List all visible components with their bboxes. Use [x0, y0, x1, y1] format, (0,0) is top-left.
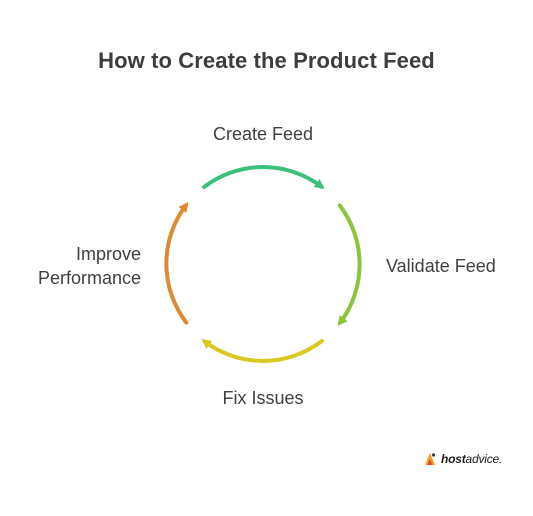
step-label-line-1: Improve [75, 244, 141, 264]
hostadvice-logo-icon [425, 453, 436, 465]
step-fix-issues: Fix Issues [163, 386, 363, 410]
arc-validate-to-fix [337, 203, 362, 326]
hostadvice-logo: hostadvice. [422, 451, 502, 467]
diagram-title: How to Create the Product Feed [98, 48, 435, 73]
arc-improve-to-create [164, 202, 189, 325]
step-label: Fix Issues [222, 388, 304, 408]
step-label-line-2: Performance [37, 268, 141, 288]
step-validate-feed: Validate Feed [386, 254, 526, 278]
step-label: Create Feed [212, 124, 314, 144]
step-improve-performance: Improve Performance [10, 242, 141, 290]
arc-fix-to-improve [201, 338, 324, 363]
step-label: Validate Feed [386, 256, 496, 276]
hostadvice-logo-text: hostadvice. [441, 452, 503, 466]
arc-create-to-validate [202, 165, 325, 190]
step-create-feed: Create Feed [163, 122, 363, 146]
